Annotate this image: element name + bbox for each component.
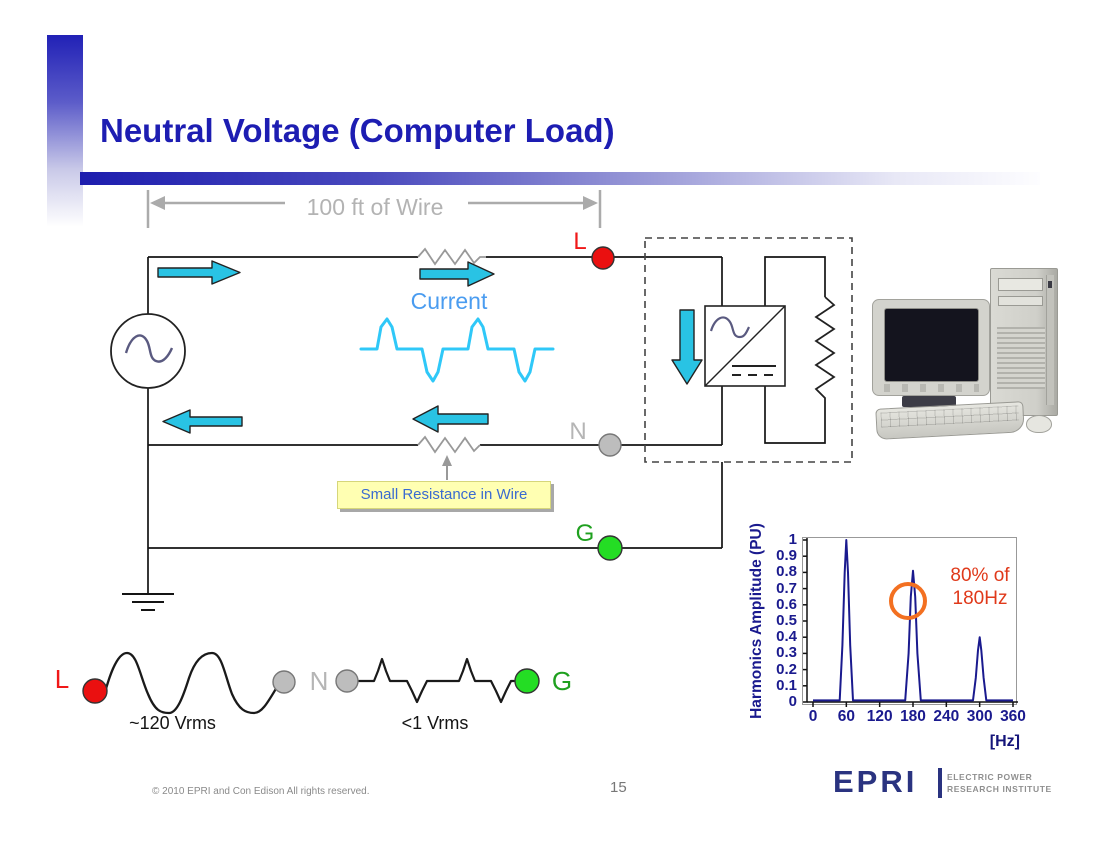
x-tick-label: 120 <box>866 708 893 725</box>
epri-logo: EPRI ELECTRIC POWER RESEARCH INSTITUTE <box>833 764 1093 806</box>
page-title: Neutral Voltage (Computer Load) <box>100 112 615 149</box>
header-rule-bar <box>80 172 1040 185</box>
current-arrows <box>157 260 703 434</box>
resistance-callout: Small Resistance in Wire <box>337 481 551 509</box>
x-tick-label: 0 <box>808 708 818 725</box>
waveform-label-n: N <box>309 666 329 696</box>
acdc-converter <box>704 305 786 387</box>
callout-arrow <box>442 455 452 480</box>
annotation-line1: 80% of <box>950 565 1010 586</box>
annotation-text: 80% of 180Hz <box>930 564 1030 610</box>
x-tick-label: 180 <box>900 708 926 725</box>
tower-side-strip <box>1046 275 1054 405</box>
current-label: Current <box>410 288 488 314</box>
drive-bay <box>998 296 1043 306</box>
wf-dot-n1 <box>272 670 296 694</box>
y-tick-label: 0.6 <box>776 595 797 613</box>
computer-monitor <box>872 299 990 396</box>
arrow-left-2 <box>412 405 489 433</box>
arrow-down <box>671 309 703 385</box>
logo-tagline-line1: ELECTRIC POWER <box>947 772 1033 782</box>
harmonics-plot-svg <box>803 538 1018 707</box>
terminal-label-g: G <box>575 520 595 547</box>
wf-dot-g <box>514 668 540 694</box>
y-tick-label: 0 <box>788 693 797 710</box>
y-tick-label: 0.4 <box>776 628 797 646</box>
ng-rms-label: <1 Vrms <box>401 713 469 733</box>
y-tick-label: 0.1 <box>776 676 797 694</box>
terminal-dot-g <box>597 535 623 561</box>
neutral-wire-resistor <box>417 435 481 454</box>
ground-symbol <box>122 593 174 611</box>
chart-x-axis-label: [Hz] <box>989 733 1020 750</box>
current-waveform <box>359 317 555 383</box>
y-tick-label: 0.2 <box>776 660 797 678</box>
ac-source <box>110 313 186 389</box>
arrow-right-2 <box>419 261 495 287</box>
chart-axes <box>806 538 1018 703</box>
footer-copyright: © 2010 EPRI and Con Edison All rights re… <box>152 786 370 797</box>
epri-wordmark: EPRI <box>833 764 918 799</box>
power-button <box>1048 281 1052 288</box>
ln-rms-label: ~120 Vrms <box>129 713 216 733</box>
annotation-circle <box>888 581 927 620</box>
terminal-label-l: L <box>573 228 587 255</box>
computer-tower <box>990 268 1058 416</box>
drive-bay <box>998 278 1043 291</box>
x-tick-label: 60 <box>837 708 855 725</box>
ng-distorted-wave <box>357 657 517 704</box>
computer-keyboard <box>875 401 1025 440</box>
tower-vents <box>997 327 1045 389</box>
x-tick-label: 360 <box>1000 708 1026 725</box>
wire-length-label: 100 ft of Wire <box>306 194 444 220</box>
y-tick-label: 0.7 <box>776 579 797 597</box>
y-tick-label: 0.3 <box>776 644 797 662</box>
line-wire-resistor <box>417 247 486 266</box>
keyboard-keys <box>880 405 1020 428</box>
computer-mouse <box>1026 415 1052 433</box>
monitor-screen <box>884 308 979 382</box>
circuit-wires <box>147 256 826 594</box>
x-tick-label: 300 <box>966 708 993 725</box>
computer-photo <box>866 243 1090 475</box>
header-vertical-bar <box>47 35 83 227</box>
harmonics-line <box>813 539 1013 702</box>
x-tick-label: 240 <box>933 708 960 725</box>
arrow-left-1 <box>162 409 243 434</box>
page-number: 15 <box>610 779 627 796</box>
y-tick-label: 0.5 <box>776 612 797 629</box>
load-enclosure-dashed-box <box>644 237 853 463</box>
wf-dot-n2 <box>335 669 359 693</box>
y-tick-label: 0.9 <box>776 547 797 565</box>
y-tick-label: 0.8 <box>776 563 797 581</box>
y-tick-label: 1 <box>788 531 797 548</box>
load-resistor <box>814 296 836 402</box>
wf-dot-l <box>82 678 108 704</box>
monitor-controls <box>884 384 979 392</box>
logo-tagline: ELECTRIC POWER RESEARCH INSTITUTE <box>947 771 1052 796</box>
annotation-line2: 180Hz <box>952 588 1008 610</box>
monitor-base <box>902 396 956 407</box>
waveform-label-g: G <box>551 666 573 696</box>
logo-divider <box>938 768 942 798</box>
dimension-arrow <box>146 190 602 228</box>
ln-sine-wave <box>102 651 278 715</box>
waveform-label-l: L <box>54 664 70 694</box>
terminal-dot-n <box>598 433 622 457</box>
logo-tagline-line2: RESEARCH INSTITUTE <box>947 784 1052 795</box>
arrow-right-1 <box>157 260 241 285</box>
terminal-label-n: N <box>569 418 587 445</box>
terminal-dot-l <box>591 246 615 270</box>
